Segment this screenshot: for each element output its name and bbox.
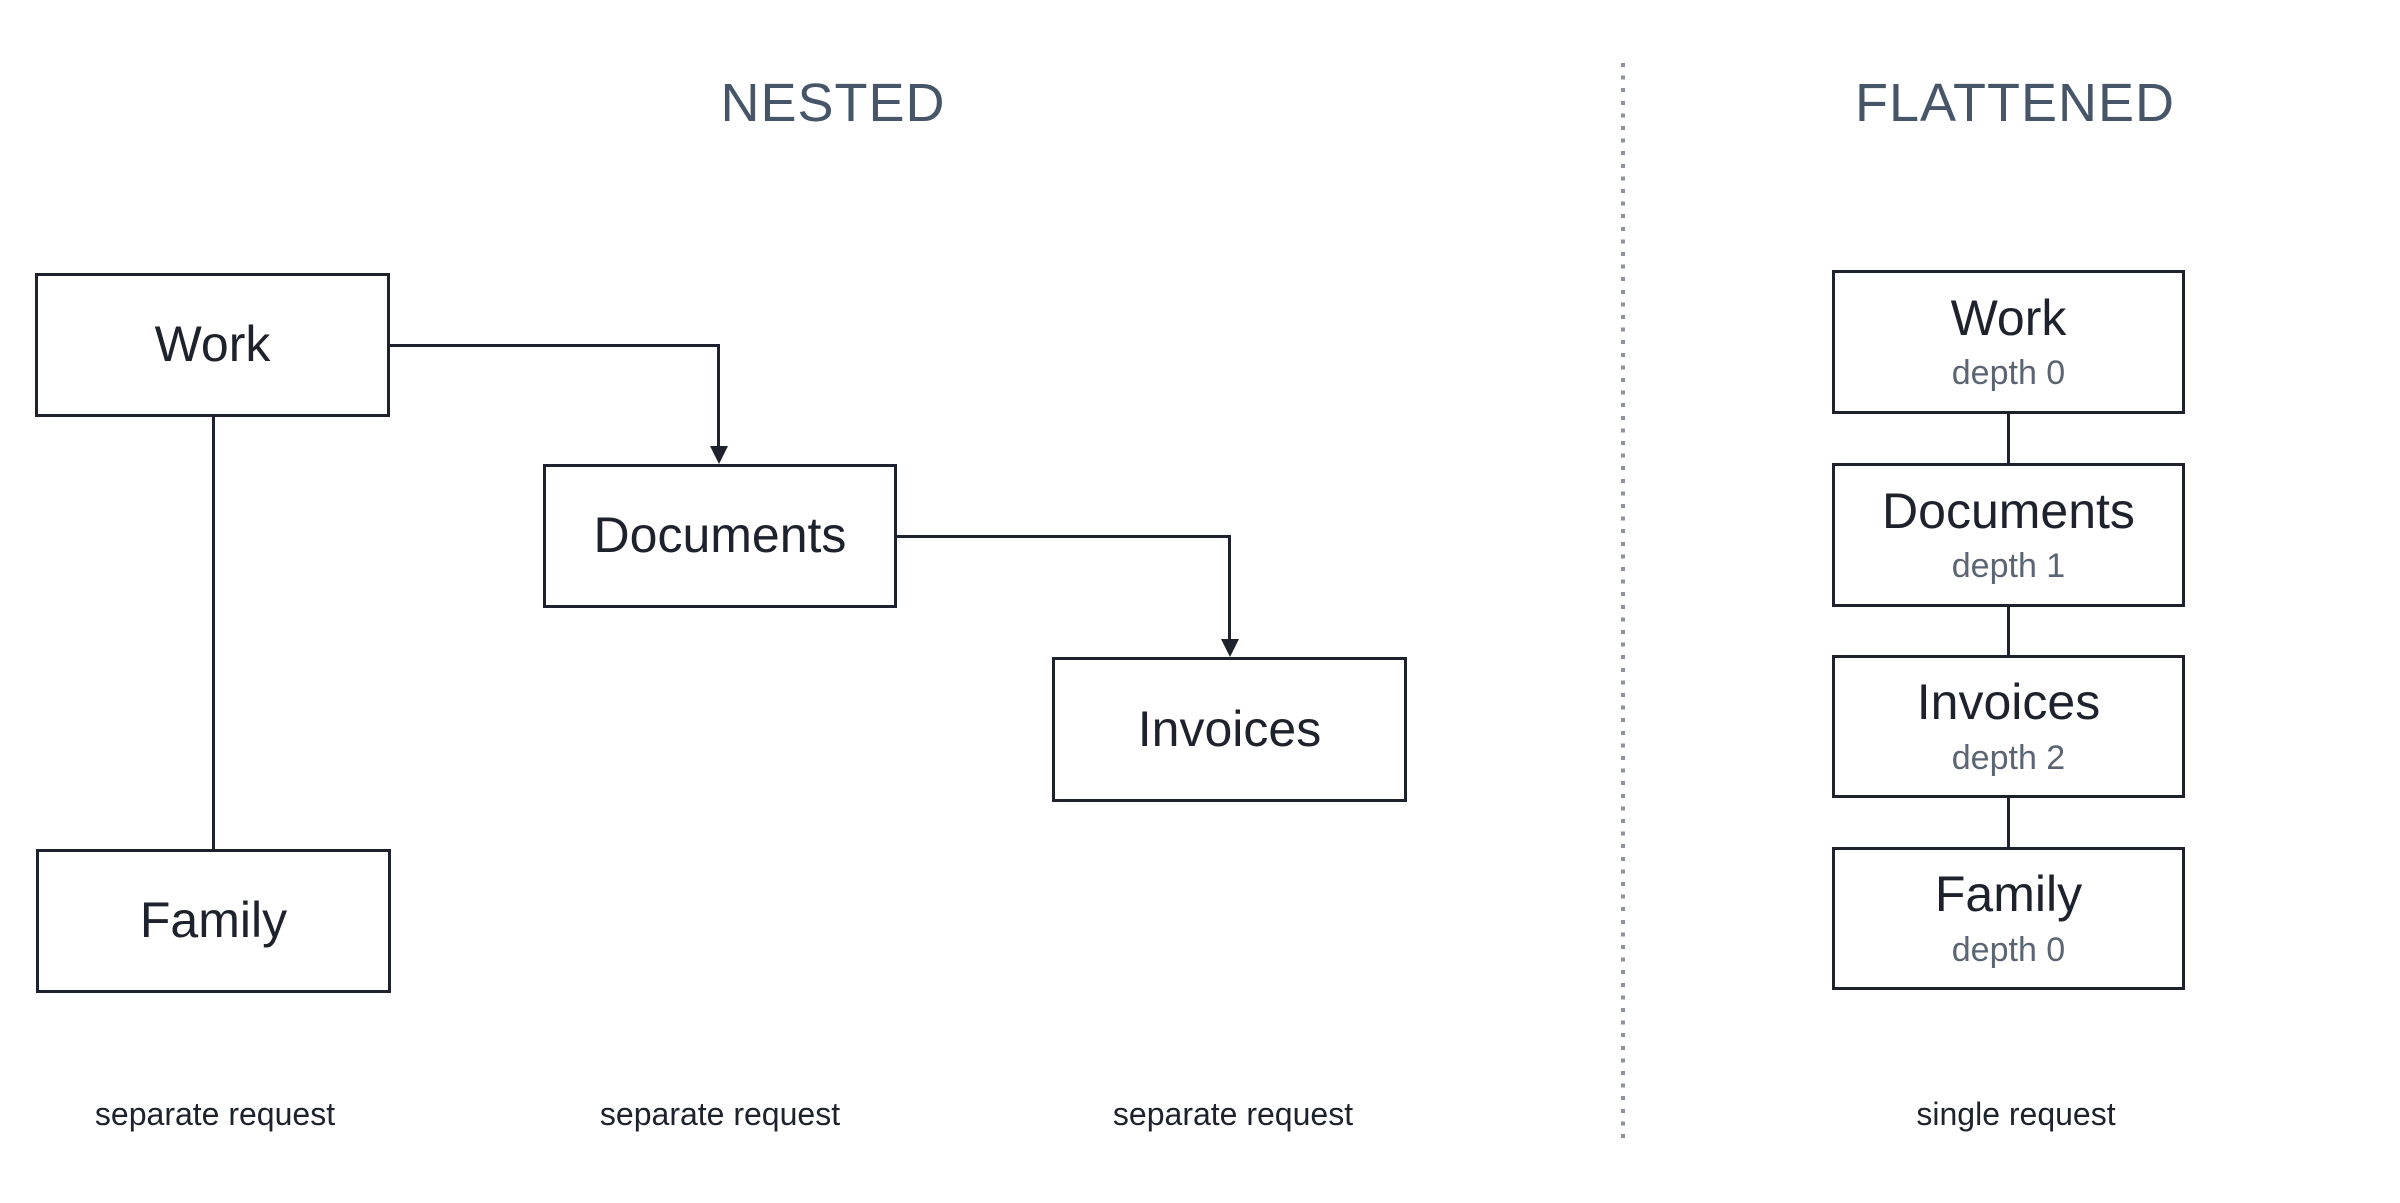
connector-documents-to-invoices-horizontal [895,535,1231,538]
node-depth-label: depth 0 [1951,354,2066,393]
flattened-node-invoices: Invoices depth 2 [1832,655,2185,798]
nested-node-documents: Documents [543,464,897,608]
flattened-node-documents: Documents depth 1 [1832,463,2185,607]
connector-flat-invoices-family [2007,798,2010,847]
flattened-node-work: Work depth 0 [1832,270,2185,414]
caption-single-request: single request [1916,1096,2116,1132]
node-depth-label: depth 0 [1951,930,2066,969]
connector-flat-work-documents [2007,414,2010,463]
node-label: Documents [593,507,847,564]
flattened-node-family: Family depth 0 [1832,847,2185,990]
nested-node-invoices: Invoices [1052,657,1407,802]
nested-section-title: NESTED [720,73,946,133]
node-label: Family [1934,866,2083,923]
node-label: Documents [1882,482,2135,539]
nested-node-family: Family [36,849,391,993]
node-label: Work [154,316,271,373]
nested-node-work: Work [35,273,390,417]
node-label: Invoices [1137,700,1322,757]
dotted-divider [1621,63,1625,1145]
arrowhead-down-icon [1221,639,1239,657]
connector-work-to-documents-vertical [717,344,720,448]
node-label: Work [1950,289,2067,346]
arrowhead-down-icon [710,446,728,464]
node-depth-label: depth 1 [1951,547,2066,586]
connector-flat-documents-invoices [2007,607,2010,655]
connector-work-to-documents-horizontal [390,344,719,347]
connector-work-to-family [212,417,215,849]
caption-separate-request-3: separate request [1112,1096,1354,1132]
connector-documents-to-invoices-vertical [1228,535,1231,641]
caption-separate-request-1: separate request [94,1096,336,1132]
node-label: Family [139,892,288,949]
node-label: Invoices [1916,674,2101,731]
caption-separate-request-2: separate request [599,1096,841,1132]
node-depth-label: depth 2 [1951,738,2066,777]
flattened-section-title: FLATTENED [1854,73,2176,133]
